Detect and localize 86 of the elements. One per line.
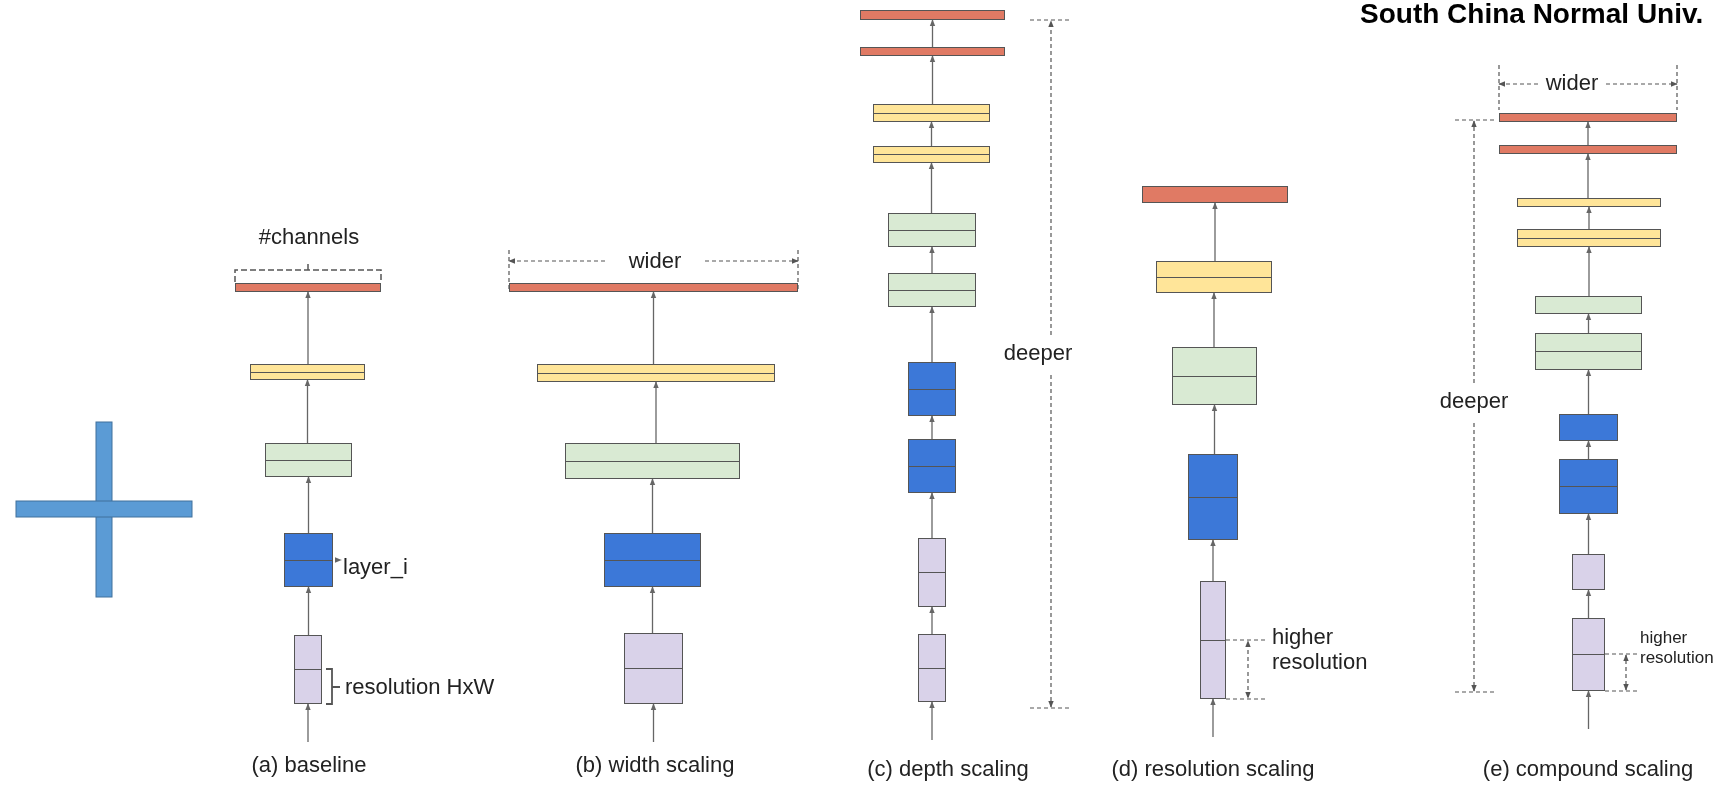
arrow	[929, 19, 936, 48]
layer-box	[873, 146, 990, 163]
dimension-label: deeper	[1003, 340, 1073, 366]
arrow	[305, 703, 311, 743]
layer-box	[1156, 261, 1272, 293]
arrow	[305, 476, 312, 534]
caption: (c) depth scaling	[867, 756, 1029, 782]
layer-box	[1572, 554, 1605, 590]
arrow	[1585, 313, 1592, 334]
arrow	[653, 381, 659, 444]
caption: (e) compound scaling	[1482, 756, 1694, 782]
layer-box	[1559, 414, 1618, 441]
layer-label: layer_i	[343, 554, 408, 580]
arrow	[929, 701, 935, 741]
layer-box	[860, 47, 1005, 56]
annotation-label: higher resolution	[1272, 624, 1369, 675]
leader-arrow	[335, 557, 342, 563]
arrow	[304, 379, 311, 444]
arrow	[1585, 440, 1592, 460]
layer-box	[1499, 113, 1677, 122]
arrow	[929, 415, 935, 440]
arrow	[1211, 404, 1218, 455]
arrow	[928, 121, 935, 147]
annotation-label: resolution HxW	[345, 674, 495, 700]
layer-box	[1559, 459, 1618, 514]
arrow	[1211, 292, 1217, 348]
layer-box	[509, 283, 798, 292]
dimension-label: wider	[628, 248, 682, 274]
arrow	[649, 586, 656, 634]
caption: (a) baseline	[251, 752, 367, 778]
arrow	[1585, 513, 1592, 555]
arrow	[650, 703, 657, 743]
layer-box	[624, 633, 683, 704]
arrow	[929, 55, 936, 105]
layer-box	[908, 439, 956, 493]
layer-box	[294, 635, 322, 704]
layer-box	[1172, 347, 1257, 405]
arrow	[1586, 246, 1592, 297]
annotation-label: higher resolution	[1640, 628, 1715, 668]
layer-box	[1535, 296, 1642, 314]
dimension-label: wider	[1545, 70, 1599, 96]
layer-box	[284, 533, 333, 587]
arrow	[1585, 690, 1592, 730]
layer-box	[1535, 333, 1642, 370]
arrow	[1585, 153, 1591, 199]
arrow	[929, 606, 935, 635]
layer-box	[888, 273, 976, 307]
arrow	[929, 306, 935, 363]
arrow	[1210, 698, 1216, 738]
layer-box	[565, 443, 740, 479]
layer-box	[918, 538, 946, 607]
dimension-label: #channels	[258, 224, 360, 250]
layer-box	[1517, 198, 1661, 207]
arrow	[1210, 539, 1216, 582]
arrow	[1212, 202, 1218, 262]
layer-box	[873, 104, 990, 122]
caption: (b) width scaling	[575, 752, 735, 778]
arrow	[928, 162, 935, 214]
layer-box	[250, 364, 365, 380]
dimension-label: deeper	[1439, 388, 1509, 414]
arrow	[1585, 369, 1592, 415]
arrow	[929, 492, 935, 539]
arrow	[650, 291, 657, 365]
caption: (d) resolution scaling	[1111, 756, 1315, 782]
arrow	[1585, 121, 1591, 146]
layer-box	[1517, 229, 1661, 247]
arrow	[1585, 589, 1592, 619]
layer-box	[1142, 186, 1288, 203]
layer-box	[1200, 581, 1226, 699]
layer-box	[537, 364, 775, 382]
arrow	[649, 478, 656, 534]
layer-box	[1499, 145, 1677, 154]
layer-box	[860, 10, 1005, 20]
layer-box	[908, 362, 956, 416]
layer-box	[235, 283, 381, 292]
heading-text: South China Normal Univ.	[1360, 0, 1704, 31]
layer-box	[265, 443, 352, 477]
layer-box	[1188, 454, 1238, 540]
layer-box	[1572, 618, 1605, 691]
arrow	[305, 586, 312, 636]
arrow	[929, 246, 935, 274]
arrow	[1586, 206, 1592, 230]
layer-box	[918, 634, 946, 702]
arrow	[305, 291, 311, 365]
layer-box	[604, 533, 701, 587]
layer-box	[888, 213, 976, 247]
